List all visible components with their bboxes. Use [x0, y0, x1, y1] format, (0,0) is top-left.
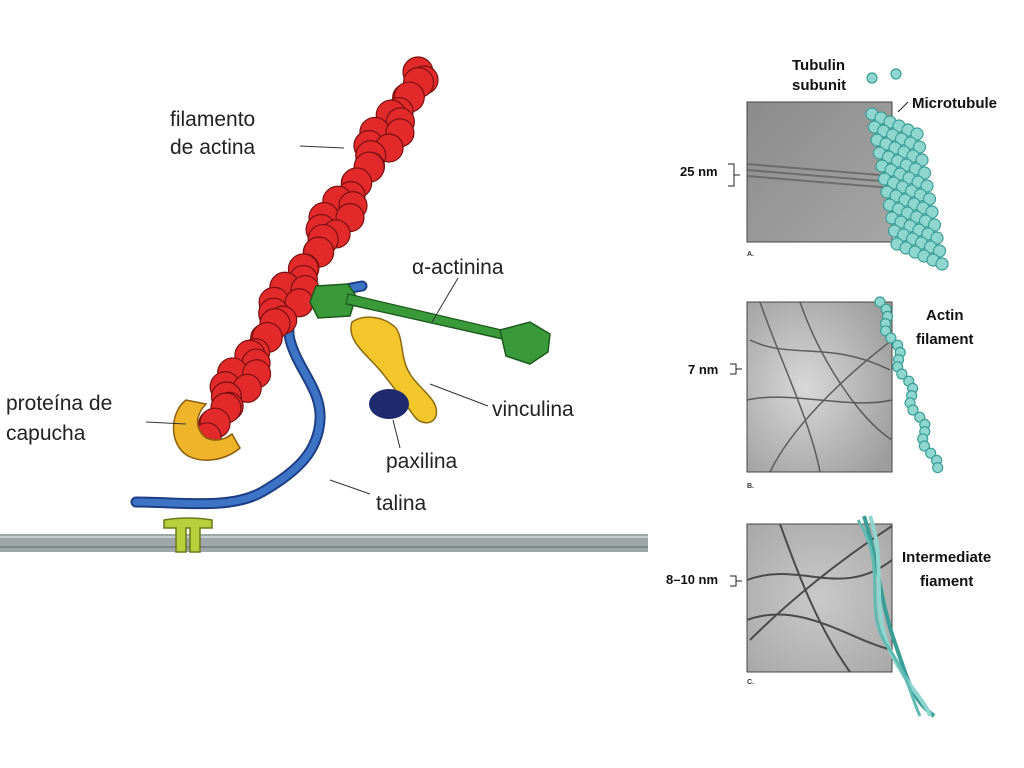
alpha-actinin-shape: [309, 283, 551, 365]
tubulin-bead: [932, 244, 947, 258]
actin-label-line1: filamento: [170, 108, 255, 131]
vinculin-shape: [350, 316, 438, 424]
actin-model-bead: [896, 368, 908, 380]
panel-intermediate: 8–10 nm C. Intermediate fiament: [666, 515, 991, 718]
tubulin-bead: [910, 127, 924, 141]
integrin-shape: [163, 517, 213, 553]
actin-model-bead: [885, 332, 897, 344]
micrograph-c: [746, 523, 893, 673]
cap-label-line2: capucha: [6, 422, 86, 445]
tubulin-bead: [930, 231, 944, 245]
tubulin-bead: [912, 140, 927, 154]
letter-a: A.: [747, 251, 754, 258]
paxillin-label: paxilina: [386, 450, 458, 473]
actin-model-bead: [925, 447, 937, 459]
actin-model-bead: [907, 404, 919, 416]
talin-leader-line: [329, 479, 371, 495]
tubulin-label-1: Tubulin: [792, 57, 845, 74]
actin-leader-line: [299, 145, 345, 149]
actin-model-shape: [874, 296, 944, 474]
actin-name-line2: filament: [916, 331, 974, 348]
measure-b: 7 nm: [688, 362, 718, 377]
tubulin-bead: [922, 192, 937, 206]
tubulin-bead: [925, 205, 939, 219]
intermediate-filament-model-shape: [856, 515, 936, 718]
talin-label: talina: [376, 492, 427, 515]
actin-name-line1: Actin: [926, 307, 964, 324]
actinin-leader-line: [431, 277, 459, 323]
letter-b: B.: [747, 483, 754, 490]
vinculin-label: vinculina: [492, 398, 574, 421]
tubulin-bead: [890, 68, 902, 80]
cytoskeleton-filaments-figure: 25 nm A. Tubulin subunit Microtubule 7 n…: [650, 40, 1024, 740]
letter-c: C.: [747, 679, 754, 686]
panel-actin: 7 nm B. Actin filament: [688, 296, 974, 490]
focal-adhesion-diagram: filamento de actina α-actinina vinculina…: [0, 40, 650, 600]
microtubule-leader-line: [897, 101, 909, 113]
paxillin-shape: [369, 389, 409, 419]
panel-microtubule: 25 nm A. Tubulin subunit Microtubule: [680, 57, 997, 271]
vinculin-leader-line: [429, 383, 489, 407]
actin-model-bead: [932, 462, 944, 474]
cap-protein-shape: [172, 399, 241, 461]
actin-model-bead: [918, 440, 930, 452]
micrograph-a: [746, 101, 893, 243]
actin-filament-shape: [192, 56, 439, 452]
intermediate-name-line1: Intermediate: [902, 549, 991, 566]
microtubule-label: Microtubule: [912, 95, 997, 112]
cap-leader-line: [145, 421, 187, 425]
paxillin-leader-line: [392, 419, 401, 449]
tubulin-bead: [917, 166, 932, 180]
actin-label-line2: de actina: [170, 136, 256, 159]
tubulin-bead: [927, 218, 942, 232]
tubulin-bead: [920, 179, 934, 193]
actinin-label: α-actinina: [412, 256, 504, 279]
cap-label-line1: proteína de: [6, 392, 112, 415]
actin-model-bead: [874, 296, 886, 308]
tubulin-label-2: subunit: [792, 77, 846, 94]
tubulin-bead: [935, 257, 949, 271]
filaments-svg: 25 nm A. Tubulin subunit Microtubule 7 n…: [666, 57, 997, 718]
measure-c: 8–10 nm: [666, 572, 718, 587]
microtubule-model-shape: [865, 68, 949, 271]
plasma-membrane-texture: [0, 546, 648, 548]
focal-adhesion-svg: filamento de actina α-actinina vinculina…: [0, 56, 648, 553]
tubulin-bead: [915, 153, 929, 167]
intermediate-name-line2: fiament: [920, 573, 973, 590]
measure-a: 25 nm: [680, 164, 718, 179]
plasma-membrane-texture: [0, 536, 648, 538]
tubulin-bead: [866, 72, 878, 84]
